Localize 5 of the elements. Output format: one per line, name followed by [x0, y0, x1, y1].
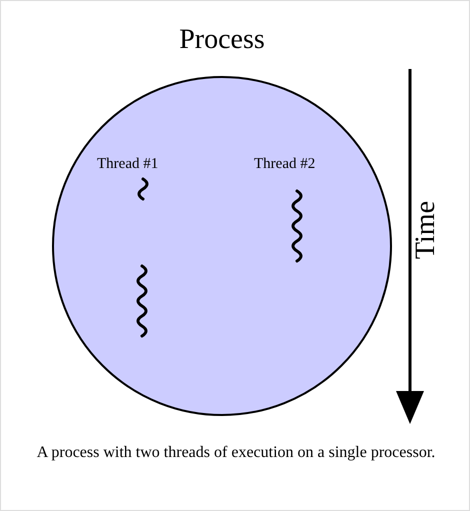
node-title: Process — [178, 23, 266, 57]
caption: A process with two threads of execution on a single processor. — [36, 443, 436, 463]
axis-label: Time — [411, 201, 442, 260]
thread-label: Thread #2 — [254, 156, 316, 172]
thread-label: Thread #1 — [97, 156, 158, 172]
